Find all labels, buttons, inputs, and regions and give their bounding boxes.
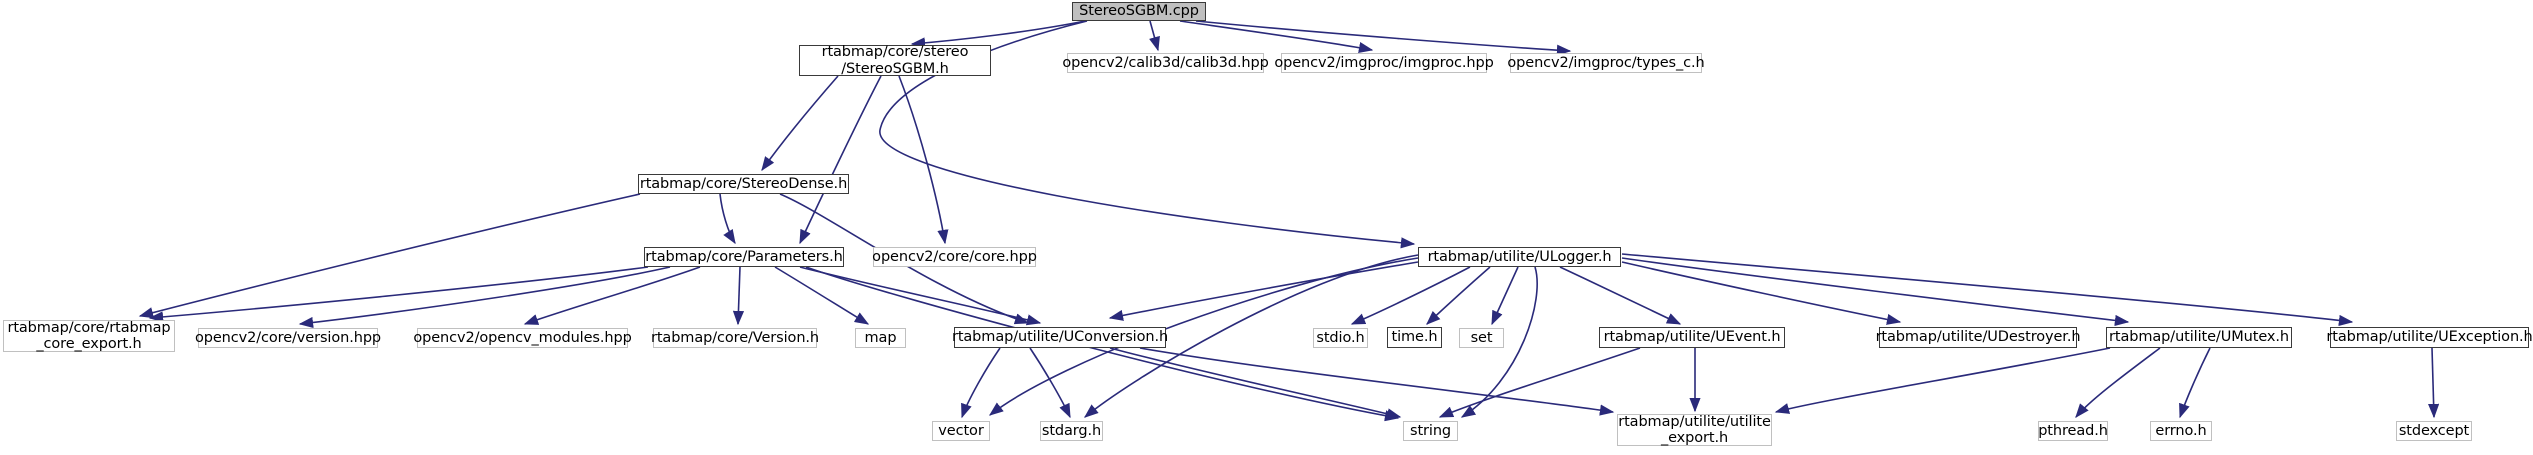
graph-node-set[interactable]: set [1459,328,1504,348]
graph-node-stereodense[interactable]: rtabmap/core/StereoDense.h [638,174,849,194]
graph-node-uexception[interactable]: rtabmap/utilite/UException.h [2326,327,2533,348]
graph-edge [719,193,736,245]
graph-node-stdexcept[interactable]: stdexcept [2396,421,2472,441]
graph-node-string[interactable]: string [1403,421,1458,441]
graph-node-time_h[interactable]: time.h [1387,327,1442,348]
graph-node-utilite_export[interactable]: rtabmap/utilite/utilite _export.h [1617,413,1772,446]
graph-edge [2075,347,2161,418]
graph-edge [898,75,949,245]
graph-node-version_h[interactable]: rtabmap/core/Version.h [651,328,819,348]
graph-edge [1774,347,2111,414]
graph-node-ulogger[interactable]: rtabmap/utilite/ULogger.h [1418,247,1621,267]
graph-edge [1029,347,1071,419]
graph-node-core_hpp[interactable]: opencv2/core/core.hpp [872,247,1037,267]
graph-edge [774,266,870,325]
graph-edge [799,75,882,245]
graph-node-imgproc[interactable]: opencv2/imgproc/imgproc.hpp [1274,53,1494,73]
graph-node-opencv_modules[interactable]: opencv2/opencv_modules.hpp [413,328,632,348]
graph-edge [298,266,671,329]
graph-edge [732,266,745,326]
graph-edge [1491,266,1519,326]
graph-edge [910,20,1086,49]
graph-node-types_c[interactable]: opencv2/imgproc/types_c.h [1507,53,1705,73]
graph-node-pthread[interactable]: pthread.h [2038,421,2108,441]
graph-edge [1621,253,2354,327]
graph-node-vector[interactable]: vector [932,421,990,441]
graph-edge [1108,261,1419,321]
graph-edge [1559,266,1682,325]
graph-node-map[interactable]: map [855,328,906,348]
graph-node-calib3d[interactable]: opencv2/calib3d/calib3d.hpp [1062,53,1269,73]
graph-edge [1621,261,1902,325]
graph-node-parameters[interactable]: rtabmap/core/Parameters.h [644,247,844,267]
graph-edge [961,347,1001,419]
graph-edge [1179,20,1374,54]
graph-node-version_hpp[interactable]: opencv2/core/version.hpp [195,328,381,348]
graph-node-root[interactable]: StereoSGBM.cpp [1072,2,1206,21]
graph-node-umutex[interactable]: rtabmap/utilite/UMutex.h [2106,327,2292,348]
graph-edge [1438,347,1641,418]
graph-edge [799,266,1042,326]
graph-edge [148,266,649,323]
graph-edge [1621,257,2130,327]
graph-edge [1350,266,1471,325]
graph-edge [138,193,641,319]
graph-node-errno_h[interactable]: errno.h [2150,421,2212,441]
graph-node-core_export[interactable]: rtabmap/core/rtabmap _core_export.h [3,320,175,352]
graph-edge [1139,347,1615,416]
graph-edge [761,75,839,172]
graph-node-stdarg[interactable]: stdarg.h [1040,421,1103,441]
graph-edge [523,266,701,325]
graph-node-sgbm_h[interactable]: rtabmap/core/stereo /StereoSGBM.h [799,44,991,77]
graph-edge [2179,347,2211,419]
graph-node-uevent[interactable]: rtabmap/utilite/UEvent.h [1599,327,1785,348]
graph-edge [1426,266,1491,325]
graph-node-uconversion[interactable]: rtabmap/utilite/UConversion.h [952,327,1168,348]
graph-edge [1109,347,1402,420]
graph-edge [1195,20,1572,56]
graph-edge [1149,20,1160,52]
graph-node-stdio[interactable]: stdio.h [1313,328,1368,348]
graph-edge [2428,347,2440,419]
graph-node-udestroyer[interactable]: rtabmap/utilite/UDestroyer.h [1876,327,2081,348]
